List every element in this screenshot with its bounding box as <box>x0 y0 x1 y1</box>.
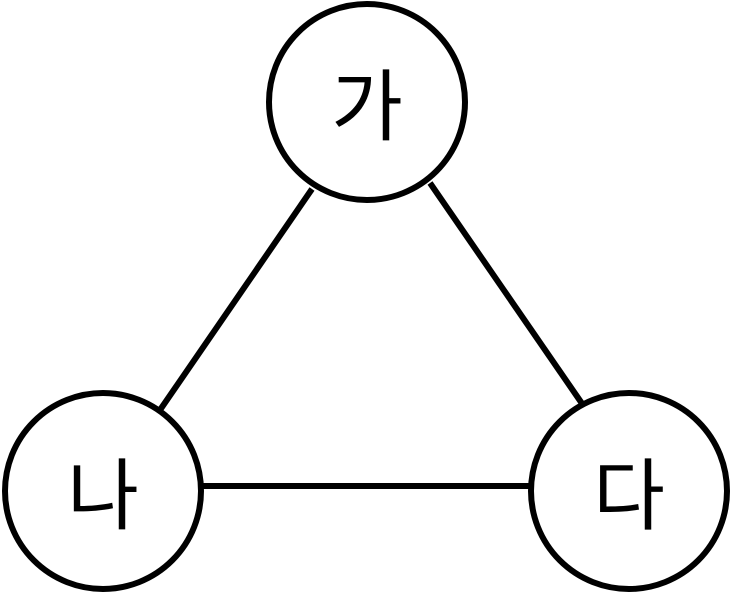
node-da-label: 다 <box>593 452 665 542</box>
edge-ga-na <box>157 187 315 412</box>
node-da-circle <box>528 390 730 592</box>
edge-ga-da <box>427 181 586 407</box>
node-ga-circle <box>266 1 468 203</box>
node-da: 다 <box>528 390 730 592</box>
node-ga: 가 <box>266 1 468 203</box>
node-na-label: 나 <box>67 452 139 542</box>
node-ga-label: 가 <box>331 63 403 153</box>
node-na-circle <box>2 390 204 592</box>
node-na: 나 <box>2 390 204 592</box>
